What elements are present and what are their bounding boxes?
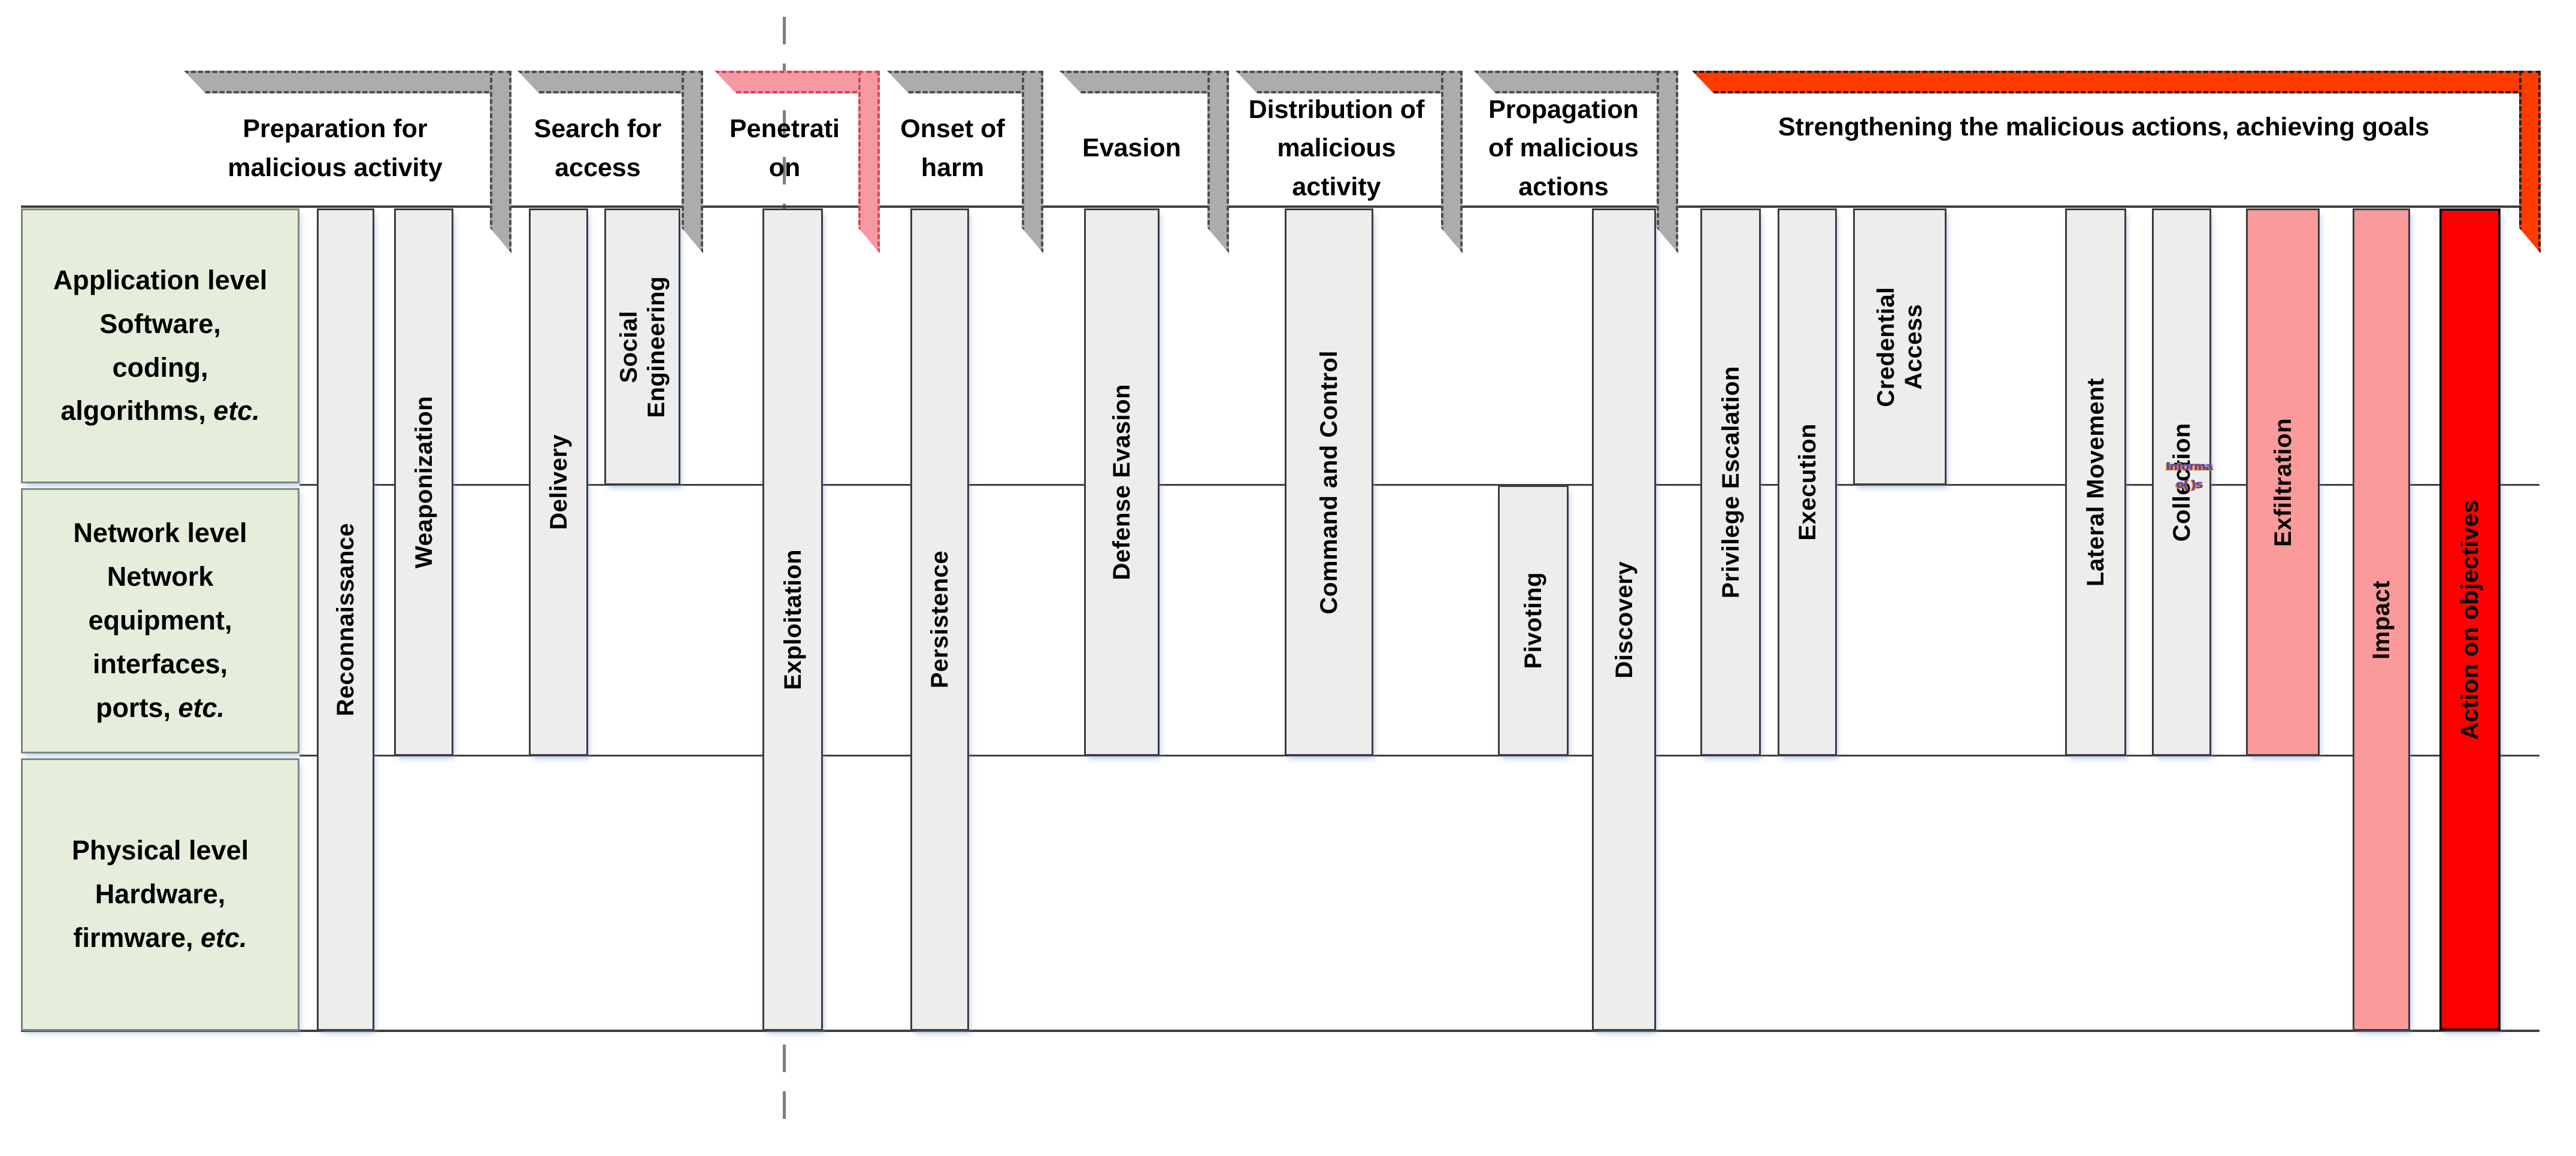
bar-label: Weaponization xyxy=(410,396,437,568)
bar-label: Delivery xyxy=(545,434,572,530)
phase-band-vertical xyxy=(2519,71,2541,253)
bar-discovery: Discovery xyxy=(1592,208,1656,1031)
bar-command-and-control: Command and Control xyxy=(1285,208,1373,756)
bar-label: Defense Evasion xyxy=(1109,384,1135,580)
phase-band-horizontal xyxy=(1236,71,1461,93)
bar-label: Execution xyxy=(1794,423,1821,541)
bar-defense-evasion: Defense Evasion xyxy=(1084,208,1160,756)
bar-pivoting: Pivoting xyxy=(1498,485,1569,756)
phase-band-horizontal xyxy=(184,71,510,93)
grid-bottom-line xyxy=(21,1030,2539,1032)
bar-lateral-movement: Lateral Movement xyxy=(2065,208,2126,756)
bar-label: Command and Control xyxy=(1316,350,1342,615)
phase-band-horizontal xyxy=(1474,71,1677,93)
bar-exfiltration: Exfiltration xyxy=(2246,208,2320,756)
bar-delivery: Delivery xyxy=(529,208,588,756)
phase-band-horizontal xyxy=(1060,71,1228,93)
phase-band-vertical xyxy=(490,71,511,253)
phase-band-vertical xyxy=(858,71,880,253)
bar-execution: Execution xyxy=(1778,208,1837,756)
phase-label-evasion: Evasion xyxy=(1082,134,1181,163)
bar-impact: Impact xyxy=(2353,208,2410,1031)
bar-label: Action on objectives xyxy=(2457,499,2483,740)
bar-label: Pivoting xyxy=(1520,572,1546,669)
phase-band-horizontal xyxy=(715,71,879,93)
bar-weaponization: Weaponization xyxy=(394,208,453,756)
bar-reconnaissance: Reconnaissance xyxy=(317,208,374,1031)
bar-label: Privilege Escalation xyxy=(1717,366,1744,598)
bar-label: Persistence xyxy=(927,550,953,689)
bar-label: Discovery xyxy=(1611,561,1637,679)
bar-label: Reconnaissance xyxy=(332,523,359,716)
phase-band-vertical xyxy=(1441,71,1463,253)
grid-row-line-network-physical xyxy=(299,755,2539,756)
bar-exploitation: Exploitation xyxy=(762,208,823,1031)
bar-action-on-objectives: Action on objectives xyxy=(2439,208,2501,1031)
bar-label: Impact xyxy=(2368,580,2395,659)
bar-privilege-escalation: Privilege Escalation xyxy=(1700,208,1761,756)
phase-band-vertical xyxy=(1022,71,1043,253)
grid-top-line xyxy=(21,205,2539,208)
bar-persistence: Persistence xyxy=(910,208,969,1031)
bar-label: Exploitation xyxy=(779,549,806,690)
bar-collection: Collection xyxy=(2152,208,2211,756)
grid-row-line-application-network xyxy=(299,484,2539,486)
phase-band-vertical xyxy=(1207,71,1229,253)
phase-band-vertical xyxy=(1657,71,1678,253)
bar-label: Lateral Movement xyxy=(2082,377,2109,587)
phase-band-vertical xyxy=(682,71,703,253)
bar-label: Exfiltration xyxy=(2269,417,2296,547)
phase-band-horizontal xyxy=(1692,71,2539,93)
phase-label-strengthening: Strengthening the malicious actions, ach… xyxy=(1778,113,2430,141)
